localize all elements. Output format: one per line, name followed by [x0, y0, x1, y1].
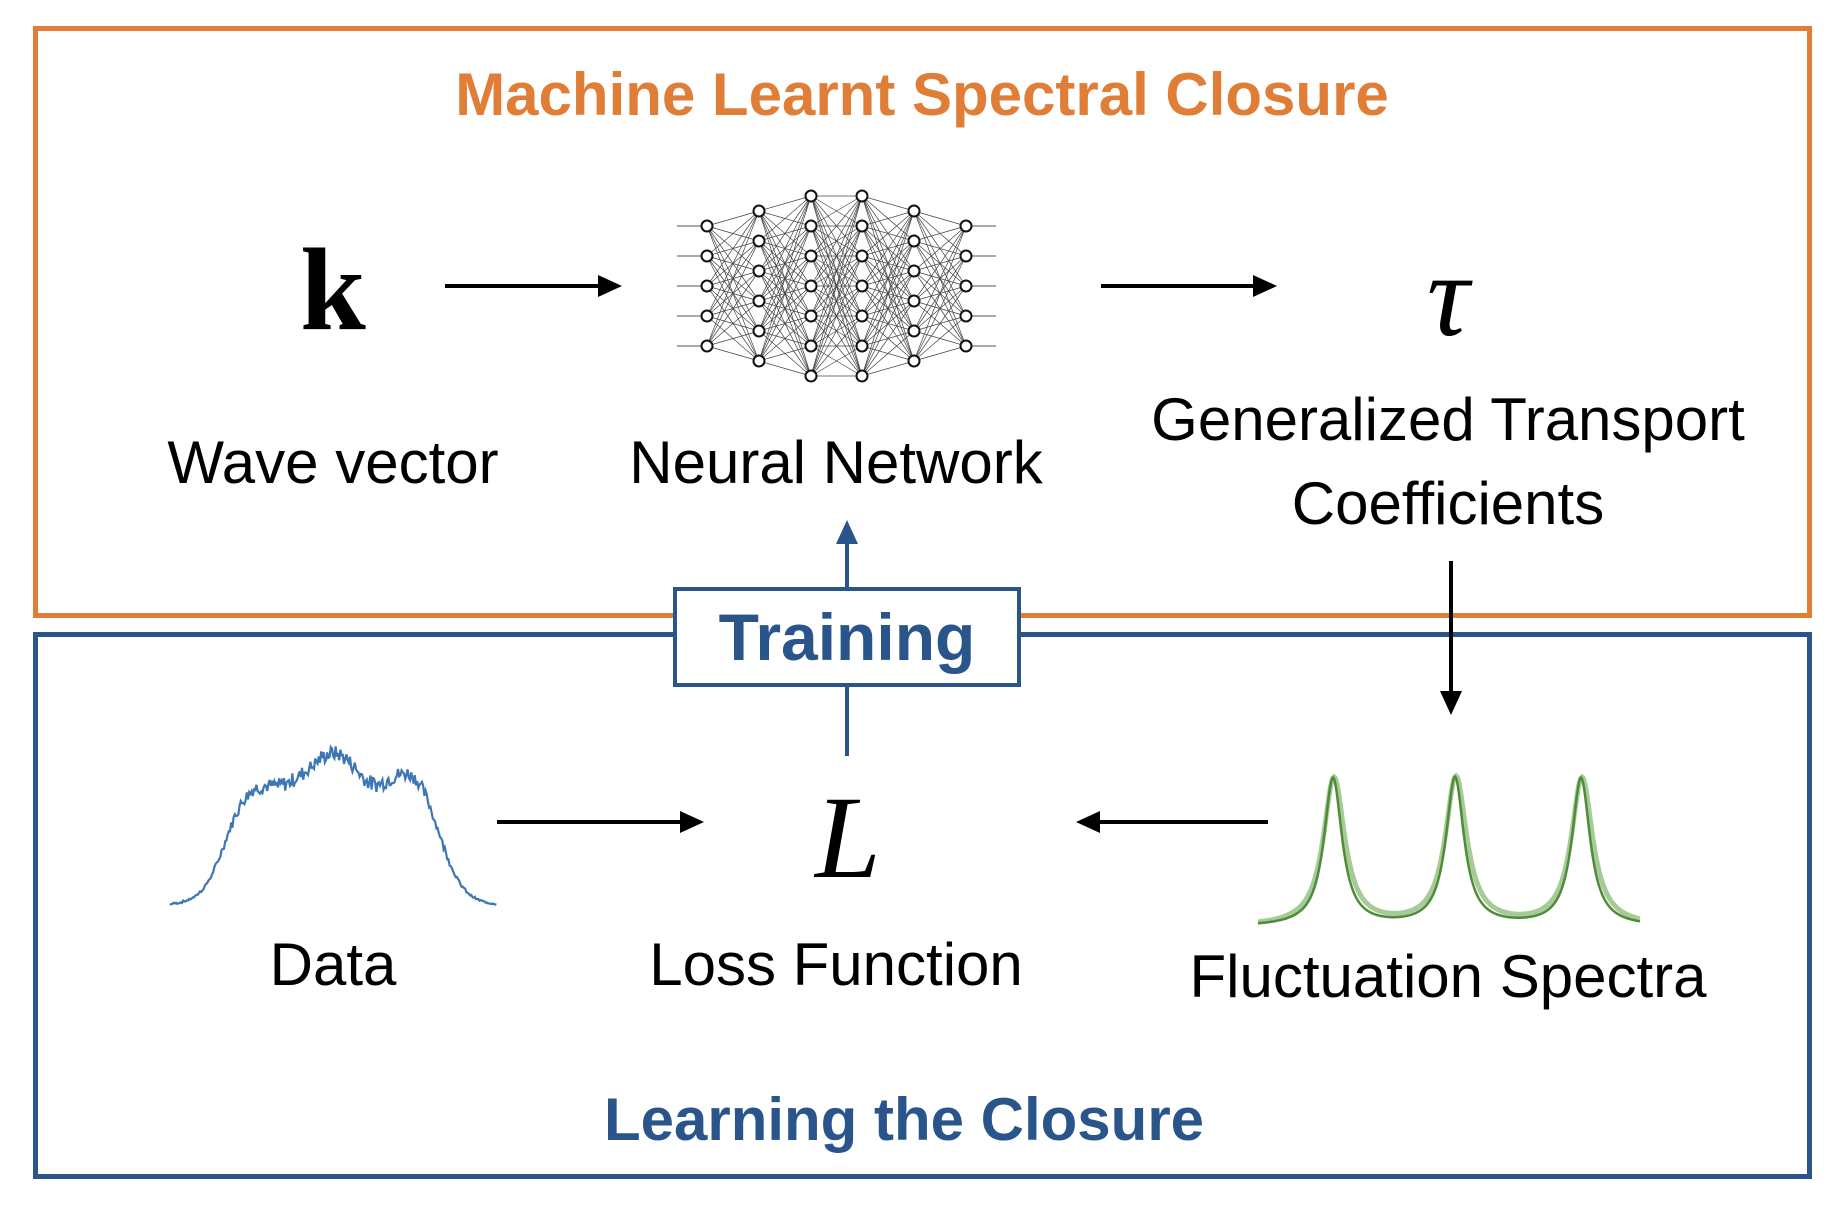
- loss-function-label: Loss Function: [649, 931, 1023, 998]
- arrow-coefficients-to-spectra: [1440, 561, 1462, 715]
- arrow-spectra-to-loss: [1076, 811, 1268, 833]
- fluctuation-spectra-label: Fluctuation Spectra: [1189, 943, 1707, 1010]
- training-box: Training: [673, 587, 1021, 687]
- neural-network-icon: [677, 189, 996, 383]
- loss-function-symbol: L: [815, 772, 881, 903]
- wave-vector-label: Wave vector: [167, 429, 499, 496]
- closure-panel-title: Machine Learnt Spectral Closure: [455, 61, 1389, 128]
- noisy-data-curve-icon: [169, 744, 497, 906]
- arrow-wave-vector-to-network: [445, 275, 622, 297]
- arrow-data-to-loss: [497, 811, 704, 833]
- data-label: Data: [269, 931, 397, 998]
- learning-panel-title: Learning the Closure: [603, 1086, 1205, 1153]
- transport-coefficients-symbol: τ: [1426, 230, 1470, 361]
- training-label: Training: [718, 600, 976, 674]
- three-peak-spectrum-icon: [1257, 772, 1641, 925]
- training-arrow: [836, 520, 858, 756]
- neural-network-label: Neural Network: [629, 429, 1043, 496]
- arrow-network-to-coefficients: [1101, 275, 1277, 297]
- transport-coefficients-label-line1: Generalized Transport: [1151, 386, 1745, 453]
- transport-coefficients-label-line2: Coefficients: [1291, 470, 1605, 537]
- wave-vector-symbol: k: [300, 224, 366, 355]
